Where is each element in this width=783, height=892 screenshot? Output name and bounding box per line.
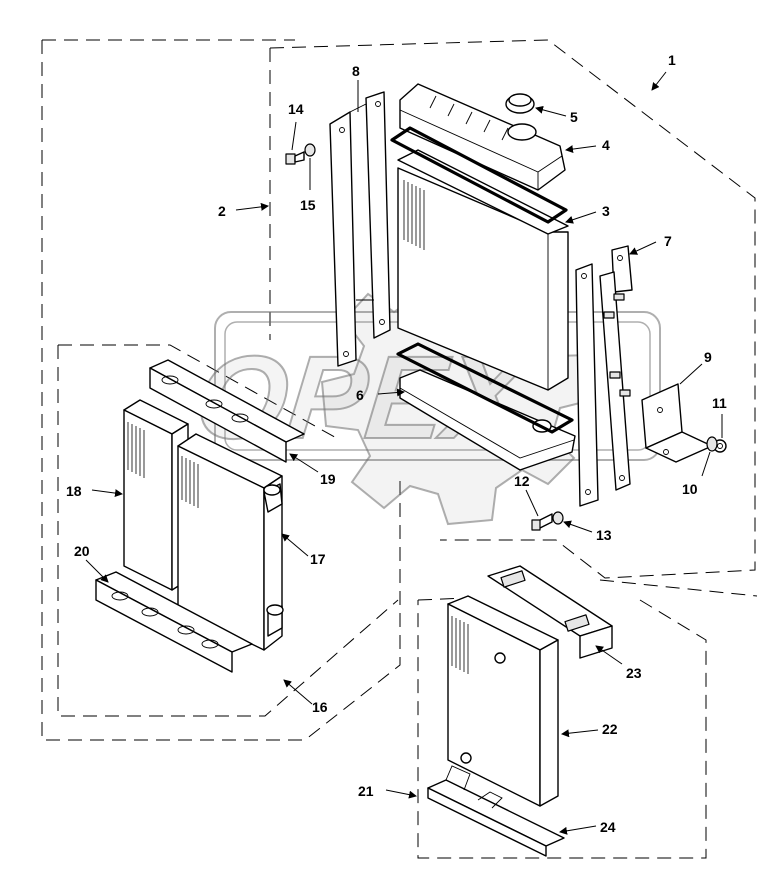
leader-23 [595, 645, 623, 665]
callout-12: 12 [514, 473, 530, 489]
radiator-cap [505, 93, 537, 141]
lower-gasket [396, 342, 574, 434]
callout-labels: 1 2 3 4 5 6 7 8 9 10 11 12 13 14 15 16 1… [66, 52, 727, 835]
bolt-14-icon [285, 151, 305, 165]
washer-15-icon [304, 143, 316, 157]
boundary-group-1-inner [269, 48, 758, 597]
leader-18 [91, 489, 123, 498]
leader-24 [559, 825, 597, 835]
callout-1: 1 [668, 52, 676, 68]
core-fins-hatch [403, 180, 425, 250]
leader-14 [291, 121, 297, 151]
callout-19: 19 [320, 471, 336, 487]
washer-13-icon [552, 511, 564, 525]
bracket-studs [603, 293, 631, 397]
boundary-group-2 [41, 39, 401, 741]
radiator-core [397, 149, 569, 391]
bolt-12-icon [531, 513, 553, 531]
drain-plug-top [494, 652, 506, 664]
bottom-bracket-20 [95, 571, 253, 673]
leader-19 [289, 453, 319, 473]
callout-16: 16 [312, 699, 328, 715]
upper-gasket [390, 126, 568, 224]
leader-6 [377, 388, 405, 397]
pipe-elbow-bottom [266, 604, 284, 637]
washer-10-icon [706, 436, 718, 452]
callout-21: 21 [358, 783, 374, 799]
callout-23: 23 [626, 665, 642, 681]
leader-1 [651, 71, 667, 91]
callout-10: 10 [682, 481, 698, 497]
callout-3: 3 [602, 203, 610, 219]
callout-24: 24 [600, 819, 616, 835]
cooler-17-fins [181, 456, 199, 508]
leader-16 [283, 679, 313, 705]
cooler-22 [447, 595, 559, 807]
callout-20: 20 [74, 543, 90, 559]
leader-4 [565, 145, 597, 154]
callout-2: 2 [218, 203, 226, 219]
leader-lines [85, 71, 723, 835]
callout-22: 22 [602, 721, 618, 737]
cooler-22-fins [451, 616, 469, 674]
callout-7: 7 [664, 233, 672, 249]
callout-6: 6 [356, 387, 364, 403]
fasteners [285, 143, 727, 531]
leader-10 [701, 451, 711, 477]
upper-tank [399, 83, 566, 191]
callout-15: 15 [300, 197, 316, 213]
callout-13: 13 [596, 527, 612, 543]
leader-20 [85, 559, 109, 583]
boundary-group-21 [417, 597, 707, 859]
top-bracket-19 [149, 359, 305, 463]
boundary-group-16 [57, 344, 399, 717]
leader-5 [535, 105, 567, 117]
callout-17: 17 [310, 551, 326, 567]
tank-ribs [429, 95, 509, 141]
callout-9: 9 [704, 349, 712, 365]
drain-plug-bottom [460, 752, 472, 764]
leader-7 [629, 241, 657, 255]
callout-18: 18 [66, 483, 82, 499]
boundary-group-1 [269, 39, 756, 579]
leader-9 [679, 363, 703, 385]
pipe-elbow-top [263, 483, 283, 513]
bottom-bracket-24 [427, 765, 565, 857]
callout-11: 11 [712, 395, 727, 411]
leader-17 [281, 533, 309, 557]
leader-3 [565, 211, 597, 224]
leader-13 [563, 520, 593, 533]
leader-22 [561, 729, 599, 738]
callout-5: 5 [570, 109, 578, 125]
leader-12 [525, 489, 539, 517]
assembly-boundaries [41, 39, 758, 859]
right-side-bracket [575, 245, 633, 507]
leader-2 [235, 202, 269, 211]
cooler-17 [177, 433, 284, 651]
callout-4: 4 [602, 137, 610, 153]
left-side-bracket [329, 91, 391, 367]
mounting-bracket [641, 383, 713, 463]
leader-21 [385, 789, 417, 799]
callout-14: 14 [288, 101, 304, 117]
callout-8: 8 [352, 63, 360, 79]
cooler-18-fins [127, 422, 145, 478]
